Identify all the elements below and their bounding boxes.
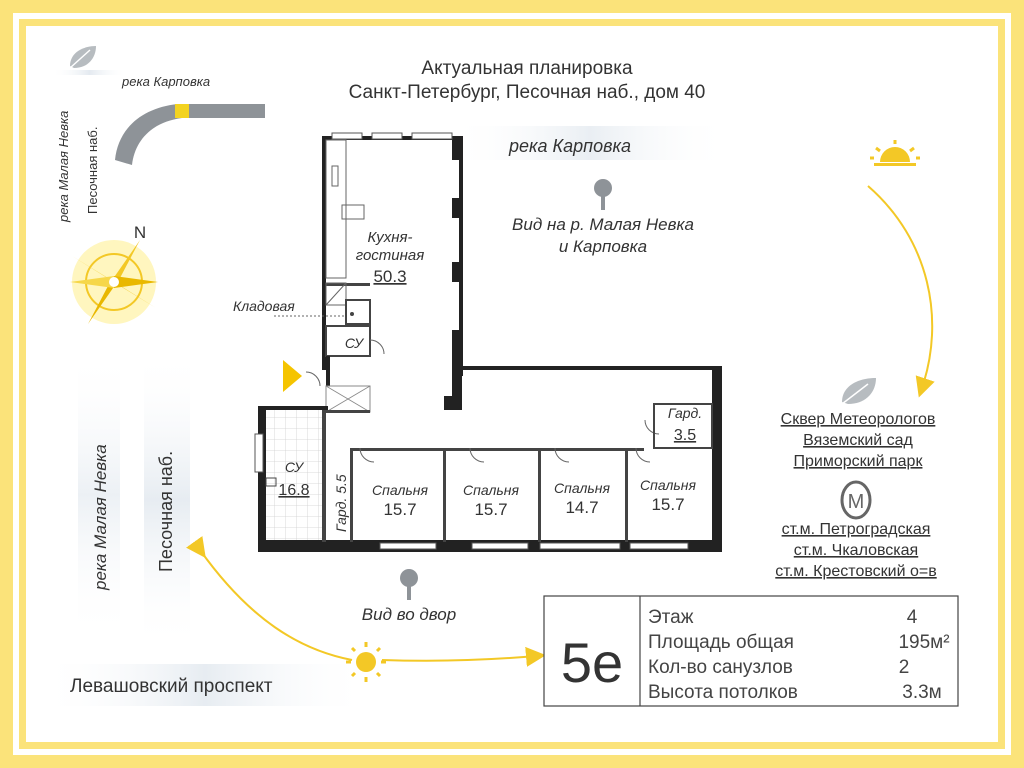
header-title: Актуальная планировка <box>421 58 633 79</box>
location-minimap: река Карповка река Малая Невка Песочная … <box>52 46 265 223</box>
compass-rose-icon: N <box>70 223 158 324</box>
info-bathrooms-value: 2 <box>899 657 910 678</box>
entrance-arrow-icon <box>283 360 302 392</box>
room-kitchen-name2: гостиная <box>356 247 425 264</box>
prospect-label: Левашовский проспект <box>70 676 273 697</box>
sun-path-arc-left <box>186 536 353 661</box>
info-bathrooms-label: Кол-во санузлов <box>648 657 793 678</box>
sun-rise-icon <box>870 140 920 166</box>
minimap-river-nevka: река Малая Невка <box>56 111 71 223</box>
metro-station-1: ст.м. Петроградская <box>782 521 931 538</box>
room-kitchen-area: 50.3 <box>373 267 406 286</box>
minimap-building <box>115 104 265 165</box>
metro-icon: M <box>840 480 872 520</box>
sun-path-arc-right <box>867 185 935 398</box>
metro-station-2: ст.м. Чкаловская <box>794 542 918 559</box>
room-wc-small: СУ <box>345 335 365 351</box>
location-pin-icon <box>400 569 418 600</box>
location-pin-icon <box>594 179 612 210</box>
frame-line <box>13 13 1011 755</box>
room-bedroom-3-area: 14.7 <box>565 498 598 517</box>
info-area-value: 195м² <box>898 632 949 653</box>
room-gard-top-area: 3.5 <box>674 427 696 444</box>
park-1: Сквер Метеорологов <box>781 411 936 428</box>
embankment-label: Песочная наб. <box>156 451 176 572</box>
minimap-embankment: Песочная наб. <box>85 127 100 214</box>
room-bedroom-1: Спальня <box>372 482 428 498</box>
room-gard-vertical: Гард. 5.5 <box>333 474 349 532</box>
info-ceiling-label: Высота потолков <box>648 682 798 703</box>
info-floor-label: Этаж <box>648 607 694 628</box>
leaf-icon <box>841 378 876 405</box>
park-2: Вяземский сад <box>803 432 913 449</box>
view-yard-label: Вид во двор <box>362 605 456 624</box>
header-address: Санкт-Петербург, Песочная наб., дом 40 <box>349 82 706 103</box>
room-bedroom-2: Спальня <box>463 482 519 498</box>
metro-station-3: ст.м. Крестовский о=в <box>775 563 936 580</box>
room-gard-top: Гард. <box>668 405 702 421</box>
minimap-river-karpovka: река Карповка <box>121 74 210 89</box>
room-bedroom-2-area: 15.7 <box>474 500 507 519</box>
room-bedroom-4: Спальня <box>640 477 696 493</box>
room-bedroom-1-area: 15.7 <box>383 500 416 519</box>
info-ceiling-value: 3.3м <box>902 682 941 703</box>
unit-number: 5е <box>561 631 623 694</box>
info-area-label: Площадь общая <box>648 632 794 653</box>
river-karpovka-label: река Карповка <box>508 136 631 156</box>
info-table: 5е Этаж 4 Площадь общая 195м² Кол-во сан… <box>543 595 959 707</box>
apartment-floor-plan: Кладовая СУ СУ 16.8 <box>233 132 722 552</box>
minimap-unit-marker <box>175 104 189 118</box>
room-storage: Кладовая <box>233 298 295 314</box>
park-3: Приморский парк <box>794 453 924 470</box>
sun-icon <box>346 642 386 682</box>
room-wc-big-area: 16.8 <box>278 482 309 499</box>
metro-symbol: M <box>848 491 865 513</box>
river-nevka-label: река Малая Невка <box>91 444 110 591</box>
room-kitchen-name1: Кухня- <box>368 229 413 246</box>
sun-path-arc-bottom <box>381 646 546 667</box>
info-floor-value: 4 <box>907 607 918 628</box>
view-top-line2: и Карповка <box>559 237 647 256</box>
room-bedroom-3: Спальня <box>554 480 610 496</box>
compass-north-label: N <box>134 223 146 242</box>
view-top-line1: Вид на р. Малая Невка <box>512 215 694 234</box>
leaf-icon <box>69 46 96 69</box>
room-wc-big: СУ <box>285 459 305 475</box>
room-bedroom-4-area: 15.7 <box>651 495 684 514</box>
